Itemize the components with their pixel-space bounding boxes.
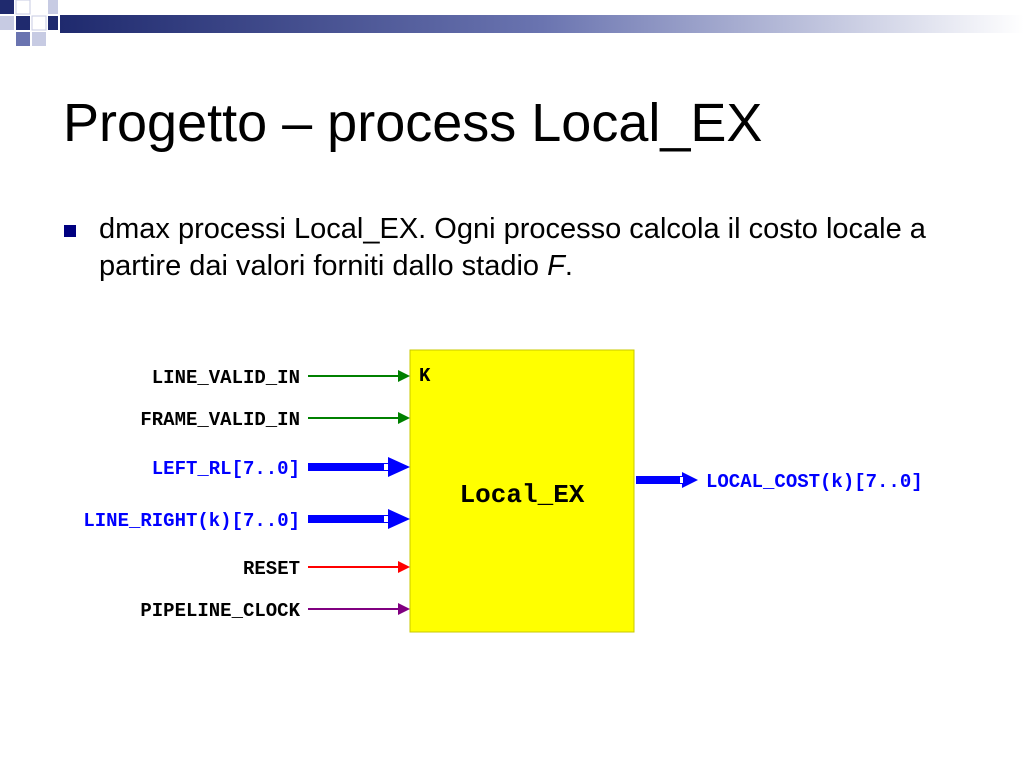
arrowhead-icon — [388, 457, 410, 477]
arrowhead-icon — [398, 412, 410, 424]
arrowhead-icon — [398, 603, 410, 615]
bullet-text-italic: F — [547, 250, 565, 282]
block-name: Local_EX — [460, 480, 585, 510]
signal-label-left-rl-7-0: LEFT_RL[7..0] — [152, 458, 300, 480]
bus-line-left-rl-7-0 — [308, 463, 388, 471]
signal-label-pipeline-clock: PIPELINE_CLOCK — [140, 600, 300, 622]
arrowhead-icon — [398, 561, 410, 573]
block-corner-label: K — [419, 365, 431, 387]
signal-label-local-cost: LOCAL_COST(k)[7..0] — [706, 471, 923, 493]
bus-marker — [680, 477, 683, 483]
decorative-header-bar — [0, 0, 1024, 46]
bus-marker — [384, 516, 388, 522]
bus-line-line-right-k-7-0 — [308, 515, 388, 523]
signal-label-line-right-k-7-0: LINE_RIGHT(k)[7..0] — [83, 510, 300, 532]
signal-label-line-valid-in: LINE_VALID_IN — [152, 367, 300, 389]
signal-group: LINE_VALID_IN FRAME_VALID_IN LEFT_RL[7..0]… — [83, 367, 922, 622]
local-ex-block — [409, 349, 635, 633]
signal-label-frame-valid-in: FRAME_VALID_IN — [140, 409, 300, 431]
signal-label-reset: RESET — [243, 558, 300, 580]
bullet-text-end: . — [564, 250, 573, 282]
bus-marker — [384, 464, 388, 470]
bus-line-output — [636, 476, 686, 484]
arrowhead-icon — [388, 509, 410, 529]
bullet-square-icon — [64, 225, 76, 237]
arrowhead-icon — [398, 370, 410, 382]
bullet-text: dmax processi Local_EX. Ogni processo ca… — [99, 211, 979, 285]
bullet-text-main: dmax processi Local_EX. Ogni processo ca… — [99, 213, 926, 282]
arrowhead-icon — [682, 472, 698, 488]
slide-title: Progetto – process Local_EX — [63, 93, 763, 153]
